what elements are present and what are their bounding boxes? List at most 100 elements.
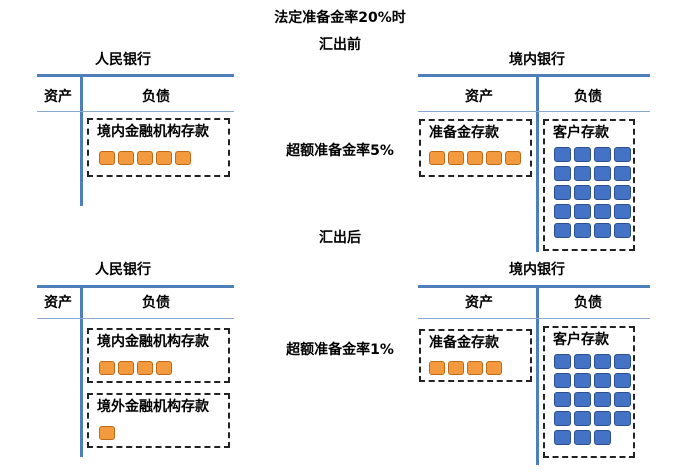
reserve-unit <box>467 361 483 375</box>
deposit-unit <box>614 185 631 200</box>
deposit-unit <box>574 185 591 200</box>
ledger-divider <box>536 74 539 252</box>
reserve-unit <box>99 361 115 375</box>
deposit-unit <box>614 354 631 369</box>
reserve-deposits-box: 准备金存款 <box>419 119 532 177</box>
reserve-deposits-box: 准备金存款 <box>419 329 532 382</box>
pboc-name: 人民银行 <box>95 52 151 68</box>
deposit-unit <box>554 354 571 369</box>
deposit-unit <box>574 430 591 445</box>
assets-label: 资产 <box>44 89 72 105</box>
ledger-top-line <box>418 285 650 288</box>
deposit-units <box>99 151 209 165</box>
reserve-deposits-label: 准备金存款 <box>429 335 499 351</box>
deposit-unit <box>554 411 571 426</box>
pboc-name: 人民银行 <box>95 262 151 278</box>
customer-deposits-box: 客户存款 <box>543 119 635 251</box>
excess-reserve-ratio-after: 超额准备金率1% <box>286 342 394 358</box>
deposit-unit <box>594 223 611 238</box>
reserve-unit <box>99 426 115 440</box>
domestic-fi-deposits-label: 境内金融机构存款 <box>97 334 209 350</box>
domestic-fi-deposits-box: 境内金融机构存款 <box>87 118 230 177</box>
assets-label: 资产 <box>44 295 72 311</box>
assets-label: 资产 <box>465 295 493 311</box>
excess-reserve-ratio-before: 超额准备金率5% <box>286 143 394 159</box>
deposit-unit <box>554 430 571 445</box>
reserve-unit <box>486 151 502 165</box>
ledger-header-rule <box>37 318 234 319</box>
deposit-units <box>99 426 209 440</box>
liabilities-label: 负债 <box>574 89 602 105</box>
deposit-unit <box>574 223 591 238</box>
reserve-unit <box>137 361 153 375</box>
reserve-unit <box>505 151 521 165</box>
deposit-unit <box>574 392 591 407</box>
assets-label: 资产 <box>465 89 493 105</box>
ledger-divider <box>536 285 539 465</box>
deposit-unit <box>554 147 571 162</box>
before-heading: 汇出前 <box>319 37 361 53</box>
customer-deposits-label: 客户存款 <box>553 332 609 348</box>
deposit-unit <box>554 392 571 407</box>
bank-name: 境内银行 <box>509 52 565 68</box>
ledger-header-rule <box>418 318 650 319</box>
deposit-unit <box>614 223 631 238</box>
reserve-unit <box>99 151 115 165</box>
deposit-unit <box>594 166 611 181</box>
deposit-unit <box>594 185 611 200</box>
deposit-unit <box>554 166 571 181</box>
deposit-unit <box>594 430 611 445</box>
deposit-unit <box>614 166 631 181</box>
deposit-unit <box>554 204 571 219</box>
deposit-units <box>429 361 534 375</box>
reserve-unit <box>448 151 464 165</box>
deposit-unit <box>594 147 611 162</box>
deposit-unit <box>594 411 611 426</box>
deposit-unit <box>574 373 591 388</box>
reserve-unit <box>467 151 483 165</box>
ledger-top-line <box>37 74 234 77</box>
deposit-unit <box>574 354 591 369</box>
reserve-unit <box>448 361 464 375</box>
ledger-top-line <box>418 74 650 77</box>
liabilities-label: 负债 <box>142 89 170 105</box>
deposit-unit <box>614 411 631 426</box>
deposit-unit <box>554 373 571 388</box>
deposit-units <box>554 147 638 242</box>
deposit-unit <box>594 373 611 388</box>
foreign-fi-deposits-label: 境外金融机构存款 <box>97 399 209 415</box>
deposit-unit <box>554 185 571 200</box>
ledger-divider <box>80 74 83 206</box>
deposit-units <box>99 361 209 375</box>
liabilities-label: 负债 <box>574 295 602 311</box>
ledger-header-rule <box>418 111 650 112</box>
reserve-unit <box>118 361 134 375</box>
ledger-divider <box>80 285 83 457</box>
deposit-unit <box>614 392 631 407</box>
deposit-unit <box>574 204 591 219</box>
ledger-header-rule <box>37 111 234 112</box>
deposit-unit <box>554 223 571 238</box>
deposit-unit <box>574 411 591 426</box>
reserve-unit <box>429 361 445 375</box>
deposit-unit <box>594 354 611 369</box>
reserve-unit <box>137 151 153 165</box>
domestic-fi-deposits-box: 境内金融机构存款 <box>87 328 230 383</box>
reserve-unit <box>156 151 172 165</box>
deposit-unit <box>594 392 611 407</box>
ledger-top-line <box>37 285 234 288</box>
deposit-unit <box>574 147 591 162</box>
diagram-title: 法定准备金率20%时 <box>274 10 406 26</box>
deposit-unit <box>614 373 631 388</box>
reserve-unit <box>429 151 445 165</box>
customer-deposits-label: 客户存款 <box>553 125 609 141</box>
deposit-unit <box>574 166 591 181</box>
deposit-units <box>554 354 638 449</box>
bank-name: 境内银行 <box>509 262 565 278</box>
after-heading: 汇出后 <box>319 230 361 246</box>
reserve-unit <box>175 151 191 165</box>
deposit-unit <box>594 204 611 219</box>
customer-deposits-box: 客户存款 <box>543 326 635 458</box>
domestic-fi-deposits-label: 境内金融机构存款 <box>97 124 209 140</box>
deposit-unit <box>614 147 631 162</box>
